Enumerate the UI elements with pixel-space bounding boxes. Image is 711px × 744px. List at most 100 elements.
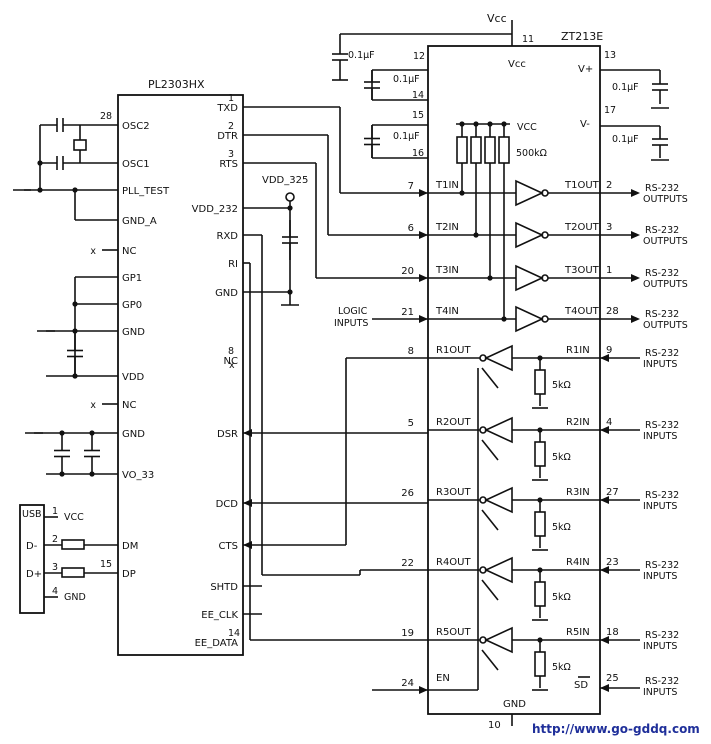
junction-dot: [473, 121, 479, 127]
receiver-out-pin: 19: [401, 628, 414, 639]
pullup-vcc-label: VCC: [517, 122, 537, 133]
pl2303-pin-label: GND: [215, 288, 238, 299]
receiver-in-pin: 4: [606, 417, 612, 428]
receiver-in-label: R5IN: [566, 627, 590, 638]
driver-in-label: T1IN: [435, 180, 459, 191]
wire: [481, 367, 499, 389]
pl2303-pin-label: TXD: [216, 103, 238, 114]
logic-inputs-label: INPUTS: [334, 318, 368, 329]
usb-pin-label: D-: [26, 541, 38, 552]
gnd-pin-number: 10: [488, 720, 501, 731]
arrow-right-icon: [419, 274, 428, 282]
receiver-5k-resistor-icon: [534, 369, 546, 395]
res5k-label: 5kΩ: [552, 592, 571, 603]
pl2303-pin-label: DCD: [216, 499, 239, 510]
rs232-out-label: OUTPUTS: [643, 194, 688, 205]
res5k-label: 5kΩ: [552, 452, 571, 463]
zt213e-pin-number: 12: [413, 51, 425, 62]
pl2303-pin-label: EE_DATA: [195, 638, 239, 649]
receiver-out-pin: 26: [401, 488, 414, 499]
arrow-right-icon: [631, 189, 640, 197]
receiver-in-pin: 27: [606, 487, 619, 498]
pl2303-pin-label: RI: [228, 259, 238, 270]
rs232-in-label: RS-232: [645, 560, 679, 571]
cap-label: 0.1μF: [612, 82, 639, 93]
vdd325-label: VDD_325: [262, 175, 308, 186]
pl2303-pin-number: 1: [228, 93, 234, 104]
pl2303-pin-number: 14: [228, 628, 240, 639]
wire: [481, 579, 499, 601]
receiver-5k-resistor-icon: [534, 441, 546, 467]
pl2303-pin-number: 2: [228, 121, 234, 132]
zt213e-pin-number: 14: [412, 90, 424, 101]
rs232-in-label: INPUTS: [643, 501, 677, 512]
zt213e-vplus-label: V+: [578, 64, 593, 75]
res5k-label: 5kΩ: [552, 662, 571, 673]
pullup-resistor-icon: [470, 136, 482, 164]
rs232-in-label: INPUTS: [643, 359, 677, 370]
pl2303-pin-number: 15: [100, 559, 112, 570]
wire: [481, 439, 499, 461]
arrow-right-icon: [631, 274, 640, 282]
arrow-left-icon: [600, 636, 609, 644]
pl2303-pin-label: DSR: [217, 429, 238, 440]
junction-dot: [72, 373, 78, 379]
driver-out-pin: 3: [606, 222, 612, 233]
dp-series-resistor-icon: [61, 567, 85, 578]
receiver-5k-resistor-icon: [534, 651, 546, 677]
receiver-5k-resistor-icon: [534, 581, 546, 607]
pl2303-pin-label: GP1: [122, 273, 142, 284]
driver-in-pin: 21: [401, 307, 414, 318]
junction-dot: [459, 190, 465, 196]
usb-pin-label: VCC: [64, 512, 84, 523]
receiver-in-pin: 9: [606, 345, 612, 356]
rs232-in-label: INPUTS: [643, 571, 677, 582]
junction-dot: [487, 121, 493, 127]
pl2303-pin-label: GND_A: [122, 216, 157, 227]
driver-in-pin: 20: [401, 266, 414, 277]
junction-dot: [37, 160, 43, 166]
wire: [481, 649, 499, 671]
junction-dot: [473, 232, 479, 238]
nc-mark: x: [90, 400, 96, 411]
receiver-out-pin: 22: [401, 558, 414, 569]
junction-dot: [487, 275, 493, 281]
pl2303-pin-label: GP0: [122, 300, 142, 311]
receiver-buffer-icon: [484, 556, 513, 584]
vcc-top-label: Vcc: [487, 12, 507, 25]
rs232-out-label: RS-232: [645, 268, 679, 279]
receiver-in-label: R2IN: [566, 417, 590, 428]
receiver-out-label: R2OUT: [436, 417, 472, 428]
zt213e-pin-number: 13: [604, 50, 616, 61]
arrow-right-icon: [631, 231, 640, 239]
junction-dot: [72, 301, 78, 307]
arrow-right-icon: [419, 686, 428, 694]
logic-inputs-label: LOGIC: [338, 306, 368, 317]
arrow-left-icon: [600, 566, 609, 574]
pl2303-pin-label: RTS: [219, 159, 238, 170]
usb-pin-number: 1: [52, 506, 58, 517]
driver-buffer-icon: [515, 305, 544, 333]
cap-label: 0.1μF: [393, 131, 420, 142]
pl2303-pin-label: VDD: [122, 372, 145, 383]
arrow-left-icon: [600, 426, 609, 434]
receiver-out-label: R3OUT: [436, 487, 472, 498]
pl2303-pin-label: OSC2: [122, 121, 150, 132]
driver-in-label: T4IN: [435, 306, 459, 317]
zt213e-pin-number: 17: [604, 105, 616, 116]
junction-dot: [72, 187, 78, 193]
arrow-right-icon: [419, 315, 428, 323]
receiver-buffer-icon: [484, 486, 513, 514]
driver-in-label: T2IN: [435, 222, 459, 233]
arrow-left-icon: [243, 429, 252, 437]
junction-dot: [59, 430, 65, 436]
rs232-out-label: RS-232: [645, 183, 679, 194]
crystal-icon: [73, 139, 87, 151]
receiver-buffer-icon: [484, 344, 513, 372]
pullup-res-label: 500kΩ: [516, 148, 547, 159]
pl2303hx-chip-body: [117, 94, 244, 656]
pl2303-pin-label: EE_CLK: [201, 610, 238, 621]
rs232-in-label: RS-232: [645, 490, 679, 501]
receiver-buffer-icon: [484, 416, 513, 444]
